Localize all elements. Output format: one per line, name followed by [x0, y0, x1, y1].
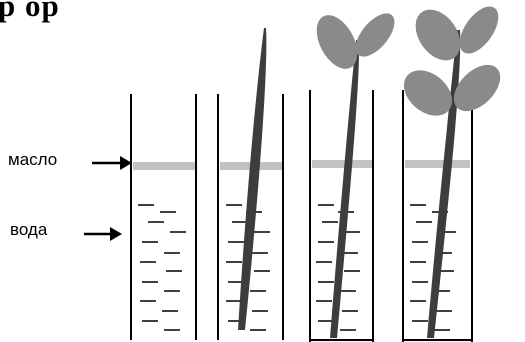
vessel-3 — [309, 13, 395, 342]
vessel-2 — [217, 28, 284, 340]
leaf — [403, 70, 453, 116]
water-dashes — [138, 204, 186, 331]
plant-stem — [238, 28, 267, 330]
water-dashes — [226, 204, 270, 331]
leaf — [459, 6, 499, 54]
vessel-1 — [130, 94, 197, 340]
vessel-4 — [402, 6, 501, 342]
leaf — [316, 15, 358, 69]
plant-stem — [330, 40, 360, 338]
oil-layer — [405, 160, 470, 168]
oil-arrow — [92, 156, 132, 170]
water-arrow — [84, 227, 122, 241]
leaf — [415, 9, 461, 61]
oil-layer — [133, 162, 195, 170]
leaf — [355, 13, 395, 57]
oil-label: масло — [8, 150, 58, 169]
oil-layer — [312, 160, 372, 168]
page-title: р ор — [0, 0, 60, 23]
water-label: вода — [10, 220, 48, 239]
plant-stem — [427, 30, 461, 338]
leaf — [453, 64, 501, 112]
